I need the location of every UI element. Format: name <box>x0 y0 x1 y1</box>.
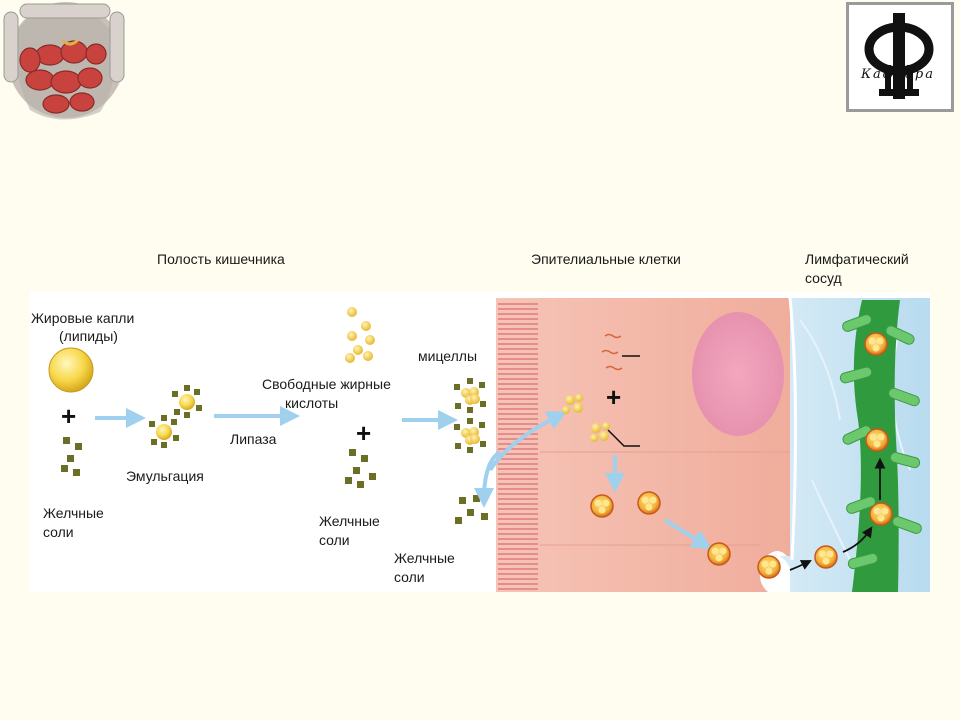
label-lipase: Липаза <box>230 431 277 447</box>
process-arrows <box>95 406 712 550</box>
label-emulsification: Эмульгация <box>126 468 204 484</box>
emulsified-droplets <box>149 385 202 448</box>
label-bile-2: Желчные <box>319 513 380 529</box>
plus-sign-1: + <box>61 401 77 431</box>
fat-droplet <box>48 347 94 393</box>
micelles <box>454 378 486 453</box>
phi-logo-icon <box>864 13 934 99</box>
plus-sign-2: + <box>356 418 372 448</box>
department-logo: Кафедра <box>846 2 954 112</box>
free-fatty-acid-dots <box>345 307 375 363</box>
intestine-illustration <box>3 2 125 120</box>
label-bile-3: Желчные <box>394 550 455 566</box>
cell-nucleus <box>692 312 784 436</box>
transport-arrows <box>789 457 886 571</box>
cell-fatty-acids <box>601 333 640 447</box>
label-salts-3: соли <box>394 569 425 585</box>
label-free-fatty-acids-2: кислоты <box>285 395 339 411</box>
epithelial-cell <box>496 298 790 592</box>
logo-text: Кафедра <box>861 67 935 82</box>
plus-sign-3: + <box>606 382 622 412</box>
label-lipids: (липиды) <box>59 328 118 344</box>
heading-lymph-vessel-2: сосуд <box>805 270 842 286</box>
heading-lymph-vessel-1: Лимфатический <box>805 251 909 267</box>
microvilli-brush-border <box>498 303 538 590</box>
heading-epithelial-cells: Эпителиальные клетки <box>531 251 681 267</box>
chylomicrons <box>590 332 893 579</box>
label-free-fatty-acids-1: Свободные жирные <box>262 376 391 392</box>
label-salts-1: соли <box>43 524 74 540</box>
label-salts-2: соли <box>319 532 350 548</box>
cell-lipid-dots <box>562 394 610 442</box>
label-bile-1: Желчные <box>43 505 104 521</box>
label-fat-droplets: Жировые капли <box>31 310 135 326</box>
heading-intestinal-cavity: Полость кишечника <box>157 251 285 267</box>
label-micelles: мицеллы <box>418 348 478 364</box>
